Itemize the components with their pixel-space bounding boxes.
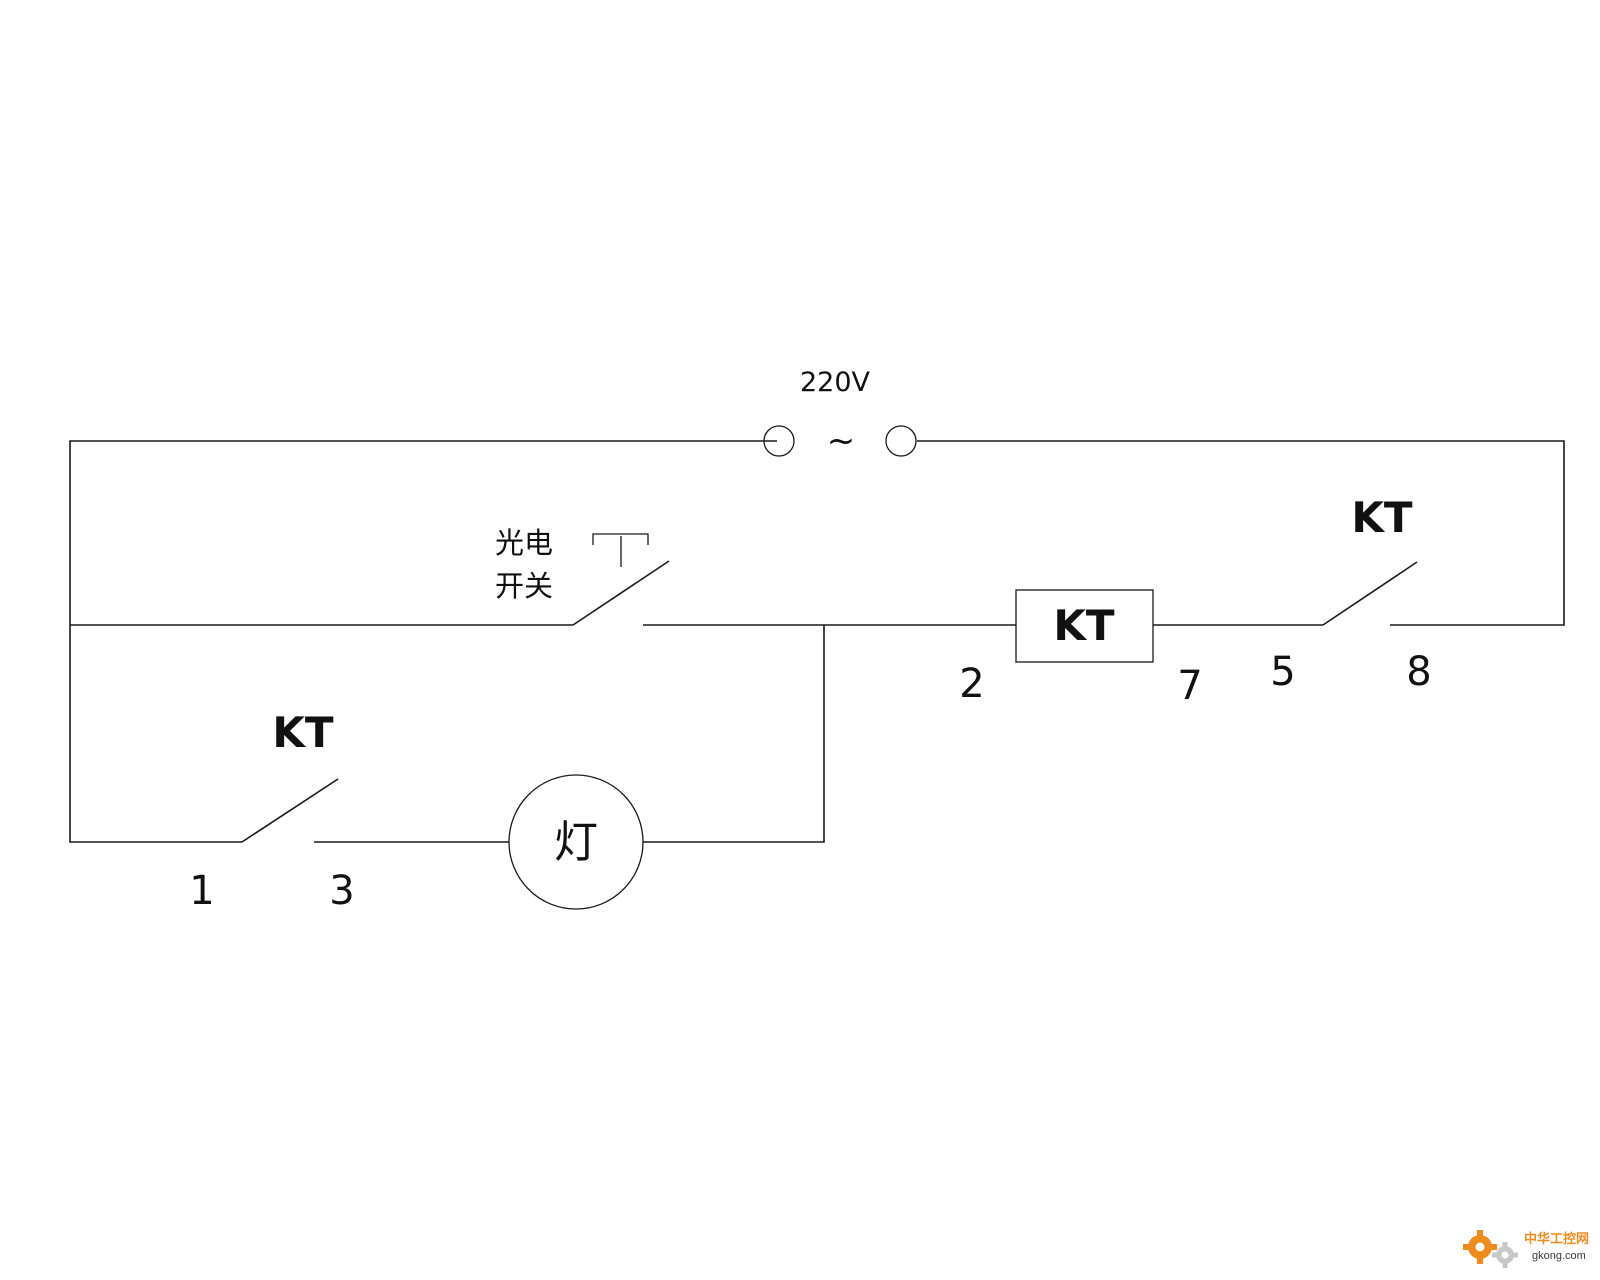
relay-contact-top-blade xyxy=(1322,561,1418,626)
watermark: 中华工控网 gkong.com xyxy=(1463,1230,1589,1268)
ac-symbol: ~ xyxy=(827,421,856,461)
terminal-5: 5 xyxy=(1270,649,1295,695)
terminal-1: 1 xyxy=(189,868,214,914)
terminal-3: 3 xyxy=(329,868,354,914)
control-branch: 光电 开关 KT KT xyxy=(70,493,1418,663)
supply-terminal-right xyxy=(885,425,917,457)
terminal-numbers: 1 3 2 7 5 8 xyxy=(189,649,1431,914)
terminal-2: 2 xyxy=(959,661,984,707)
gear-icon xyxy=(1463,1230,1497,1264)
photo-switch-label-line2: 开关 xyxy=(495,569,553,603)
lamp: 灯 xyxy=(508,774,644,910)
relay-coil: KT xyxy=(1015,589,1154,663)
relay-coil-box xyxy=(1015,589,1154,663)
wire-left-outer xyxy=(69,440,777,843)
supply-terminal-left xyxy=(763,425,795,457)
watermark-site: gkong.com xyxy=(1532,1250,1586,1262)
wire-lamp-to-junction xyxy=(643,625,825,843)
photo-switch: 光电 开关 xyxy=(495,526,670,626)
supply-rail: ~ 220V xyxy=(69,367,1565,843)
supply-voltage-label: 220V xyxy=(800,367,871,398)
terminal-7: 7 xyxy=(1177,663,1202,709)
relay-contact-bottom: KT xyxy=(241,708,339,843)
terminal-8: 8 xyxy=(1406,649,1431,695)
wire-right-outer xyxy=(917,440,1565,626)
photo-switch-label-line1: 光电 xyxy=(495,526,553,560)
small-gear-icon xyxy=(1492,1242,1518,1268)
photo-switch-blade xyxy=(572,560,670,626)
lamp-label: 灯 xyxy=(554,817,598,868)
relay-contact-bottom-label: KT xyxy=(272,708,334,757)
photo-switch-bracket xyxy=(592,533,649,545)
relay-coil-label: KT xyxy=(1053,601,1115,650)
relay-contact-bottom-blade xyxy=(241,778,339,843)
lamp-branch: KT 灯 xyxy=(241,625,825,910)
relay-contact-top: KT xyxy=(1322,493,1418,626)
relay-contact-top-label: KT xyxy=(1351,493,1413,542)
watermark-brand: 中华工控网 xyxy=(1524,1231,1589,1246)
